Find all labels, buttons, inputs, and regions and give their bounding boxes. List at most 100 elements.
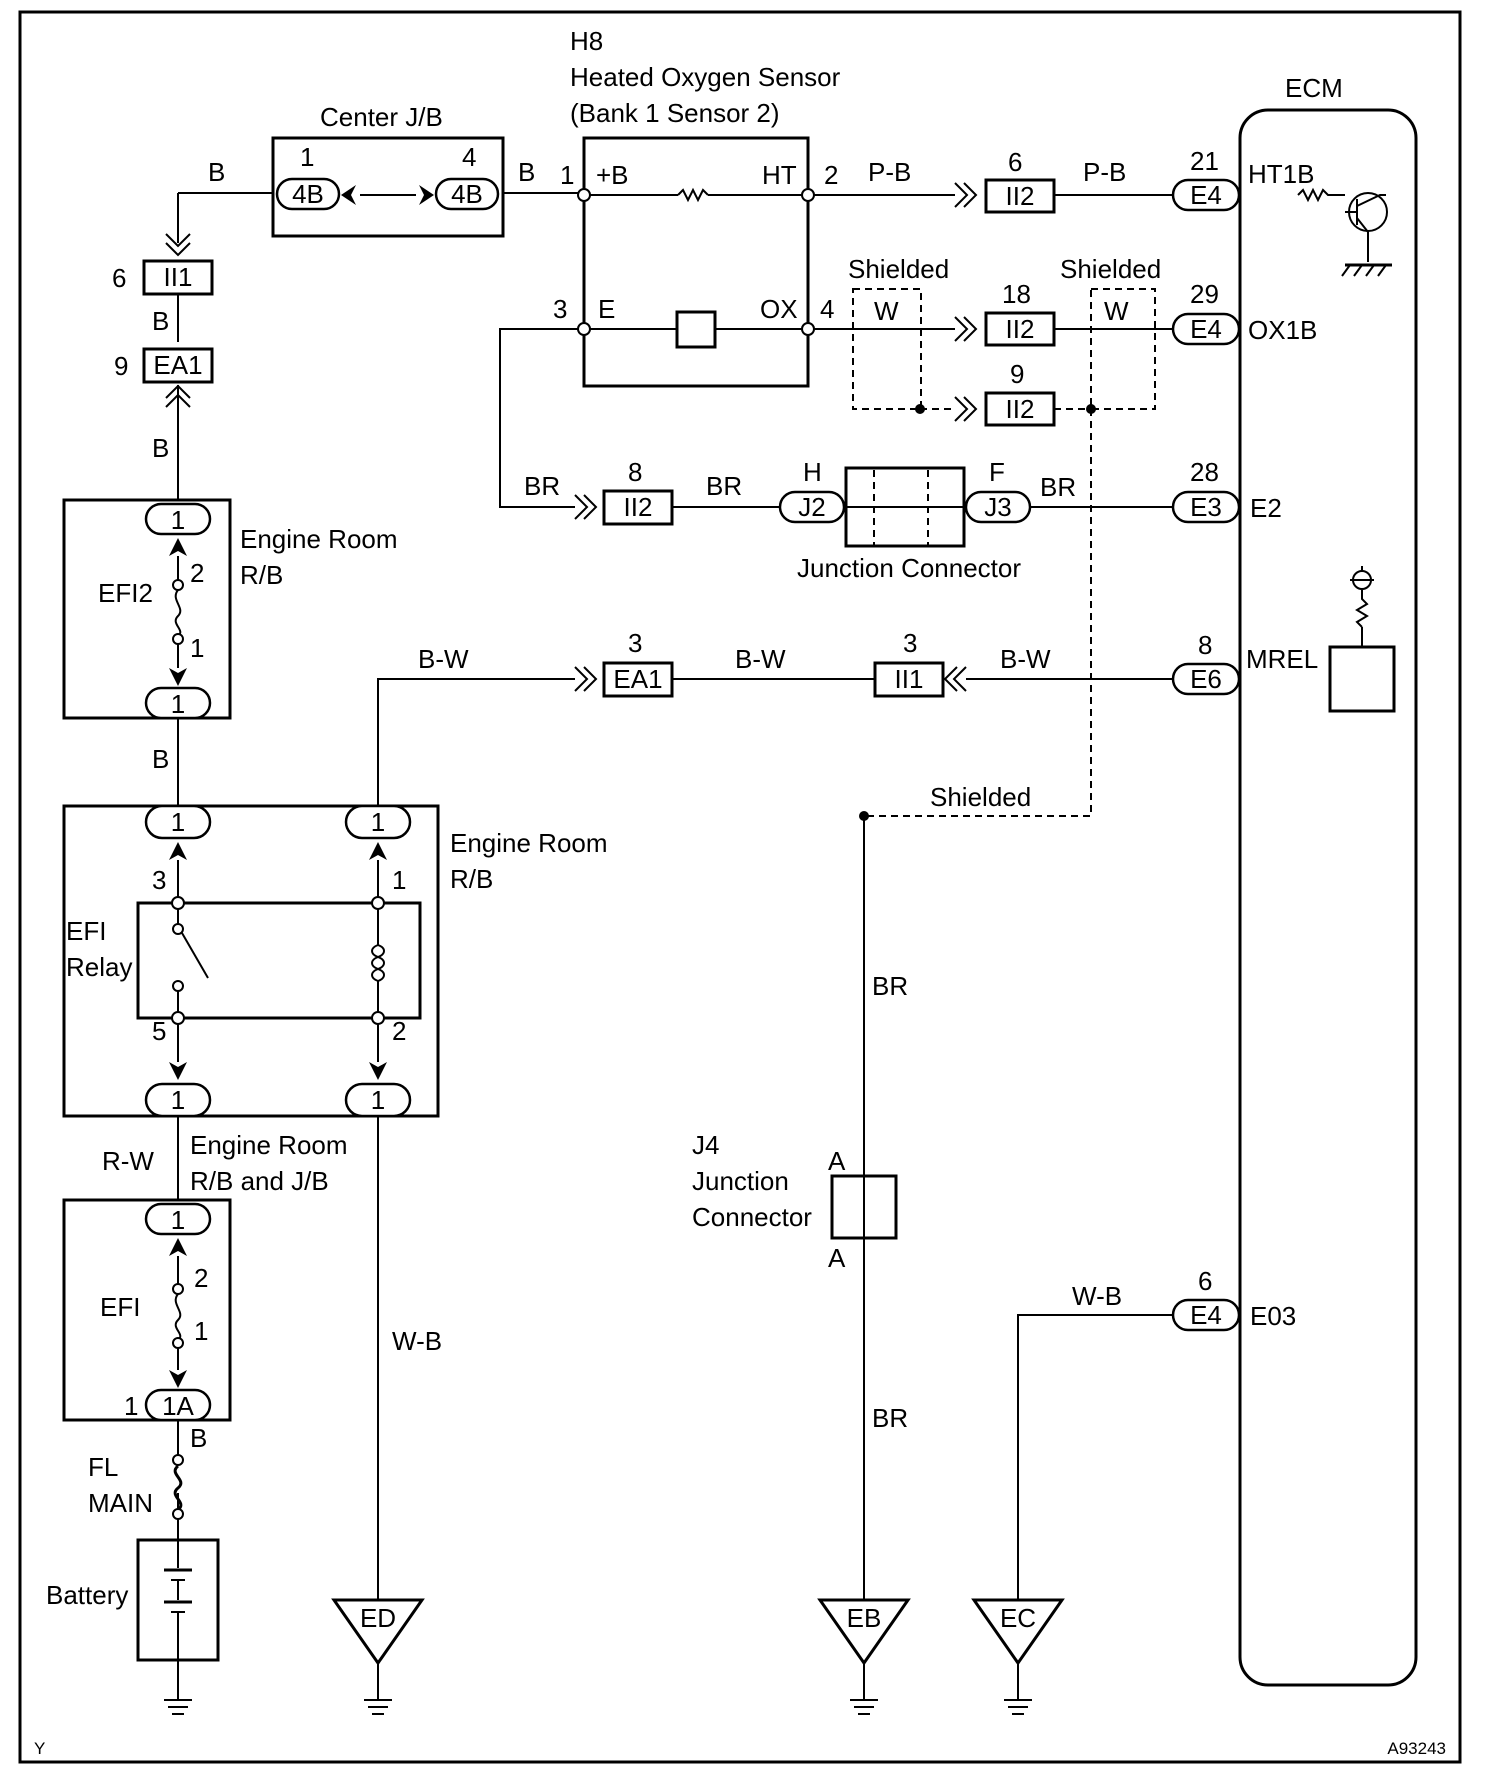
- connector-ii2-shield: II2 9: [954, 359, 1056, 427]
- connector-e4-ox: E4: [1190, 314, 1222, 344]
- wire-b-fl: B: [190, 1423, 207, 1453]
- connector-j2: J2: [798, 492, 825, 522]
- engine-room-rb-label-1: Engine Room: [240, 524, 398, 554]
- ecm-title: ECM: [1285, 73, 1343, 103]
- efi2-pin-1: 1: [190, 633, 204, 663]
- sensor-position: (Bank 1 Sensor 2): [570, 98, 780, 128]
- shield-lines: [852, 288, 1156, 821]
- ground-ec-label: EC: [1000, 1603, 1036, 1633]
- center-jb: 1 4 4B 4B: [271, 136, 505, 238]
- relay-pin-5: 5: [152, 1016, 166, 1046]
- wire-br-2: BR: [706, 471, 742, 501]
- relay-top-right-pin: 1: [371, 807, 385, 837]
- wire-br-1: BR: [524, 471, 560, 501]
- connector-ea1-left: EA1 9: [114, 347, 214, 408]
- relay-pin-2: 2: [392, 1016, 406, 1046]
- sensor-name: Heated Oxygen Sensor: [570, 62, 841, 92]
- efi-relay-label-2: Relay: [66, 952, 132, 982]
- ecm-term-e03: E03: [1250, 1301, 1296, 1331]
- wire-pb-1: P-B: [868, 157, 911, 187]
- j4-junction-connector: A A J4 Junction Connector: [692, 1130, 898, 1273]
- sensor-term-ox: OX: [760, 294, 798, 324]
- ecm-term-e2: E2: [1250, 493, 1282, 523]
- connector-ii2-ht-label: II2: [1006, 181, 1035, 211]
- ecm: E4 21 E4 29 E3 28 E6 8 E4 6 HT1B OX1B E2…: [1171, 108, 1418, 1687]
- efi-pin-1: 1: [194, 1316, 208, 1346]
- ground-eb-label: EB: [847, 1603, 882, 1633]
- shield-label-1: Shielded: [848, 254, 949, 284]
- corner-letter: Y: [34, 1739, 45, 1758]
- connector-e6: E6: [1190, 664, 1222, 694]
- ecm-term-ox1b: OX1B: [1248, 315, 1317, 345]
- efi-top-pin: 1: [171, 1205, 185, 1235]
- engine-room-rb-label-relay-2: R/B: [450, 864, 493, 894]
- efi-relay-block: 1 1 1 1 3 1 5 2 EFI Relay: [62, 804, 440, 1118]
- engine-room-rb-jb-label-2: R/B and J/B: [190, 1166, 329, 1196]
- efi-relay-label-1: EFI: [66, 916, 106, 946]
- pin-e4-e03: 6: [1198, 1266, 1212, 1296]
- junction-connector: J2 H J3 F Junction Connector: [778, 457, 1032, 583]
- connector-ii2-br-label: II2: [624, 492, 653, 522]
- connector-ea1-bw: EA1 3: [574, 628, 674, 698]
- wire-bw-2: B-W: [735, 644, 786, 674]
- relay-bottom-right-pin: 1: [371, 1085, 385, 1115]
- connector-e4-ht: E4: [1190, 180, 1222, 210]
- ground-ed: ED: [331, 1598, 425, 1715]
- connector-ii2-sh-label: II2: [1006, 394, 1035, 424]
- engine-room-rb-jb-label-1: Engine Room: [190, 1130, 348, 1160]
- ground-ed-label: ED: [360, 1603, 396, 1633]
- wire-w-2: W: [1104, 296, 1129, 326]
- wire-wb-2: W-B: [1072, 1281, 1122, 1311]
- rb-efi2-top-pin: 1: [171, 505, 185, 535]
- pin-ii2-br: 8: [628, 457, 642, 487]
- sensor-pin-4: 4: [820, 294, 834, 324]
- connector-ii2-ox-label: II2: [1006, 314, 1035, 344]
- battery: Battery: [46, 1538, 220, 1662]
- pin-ii2-ox: 18: [1002, 279, 1031, 309]
- relay-bottom-left-pin: 1: [171, 1085, 185, 1115]
- jb-pin-left: 1: [300, 142, 314, 172]
- pin-e6: 8: [1198, 630, 1212, 660]
- pin-e3: 28: [1190, 457, 1219, 487]
- ecm-term-ht1b: HT1B: [1248, 159, 1314, 189]
- oxygen-sensor: 1 2 3 4 +B HT E OX: [553, 136, 838, 388]
- connector-4b-left: 4B: [292, 179, 324, 209]
- sensor-term-e: E: [598, 294, 615, 324]
- connector-ii1-top: II1 6: [112, 233, 214, 296]
- j4-label-2: Connector: [692, 1202, 812, 1232]
- connector-ii1-top-label: II1: [164, 262, 193, 292]
- connector-j2-pin: H: [803, 457, 822, 487]
- efi2-pin-2: 2: [190, 558, 204, 588]
- engine-room-rb-label-relay-1: Engine Room: [450, 828, 608, 858]
- shield-label-2: Shielded: [1060, 254, 1161, 284]
- sensor-term-plus-b: +B: [596, 160, 629, 190]
- ground-battery: [164, 1699, 192, 1715]
- fl-main-label-1: FL: [88, 1452, 118, 1482]
- pin-ii1-top: 6: [112, 263, 126, 293]
- connector-ii1-bw-label: II1: [895, 664, 924, 694]
- connector-e3: E3: [1190, 492, 1222, 522]
- ecm-term-mrel: MREL: [1246, 644, 1318, 674]
- diagram-frame: [18, 10, 1462, 1764]
- sensor-pin-3: 3: [553, 294, 567, 324]
- pin-ea1-left: 9: [114, 351, 128, 381]
- wire-b-rb-relay: B: [152, 744, 169, 774]
- sensor-pin-1: 1: [560, 160, 574, 190]
- relay-top-left-pin: 1: [171, 807, 185, 837]
- rb-efi2-bottom-pin: 1: [171, 689, 185, 719]
- efi-pin-2: 2: [194, 1263, 208, 1293]
- shield-label-3: Shielded: [930, 782, 1031, 812]
- wire-b-ii1-ea1: B: [152, 306, 169, 336]
- engine-room-rb-efi2: 1 1 2 1 EFI2: [62, 498, 232, 720]
- wire-rw: R-W: [102, 1146, 154, 1176]
- sensor-pin-2: 2: [824, 160, 838, 190]
- connector-j3: J3: [984, 492, 1011, 522]
- wire-br-5: BR: [872, 1403, 908, 1433]
- pin-ea1-bw: 3: [628, 628, 642, 658]
- ground-ec: EC: [971, 1598, 1065, 1715]
- j4-bottom-pin: A: [828, 1243, 846, 1273]
- fl-main-fusible-link: B FL MAIN: [88, 1423, 207, 1540]
- relay-pin-3: 3: [152, 865, 166, 895]
- sensor-term-ht: HT: [762, 160, 797, 190]
- wire-wb-1: W-B: [392, 1326, 442, 1356]
